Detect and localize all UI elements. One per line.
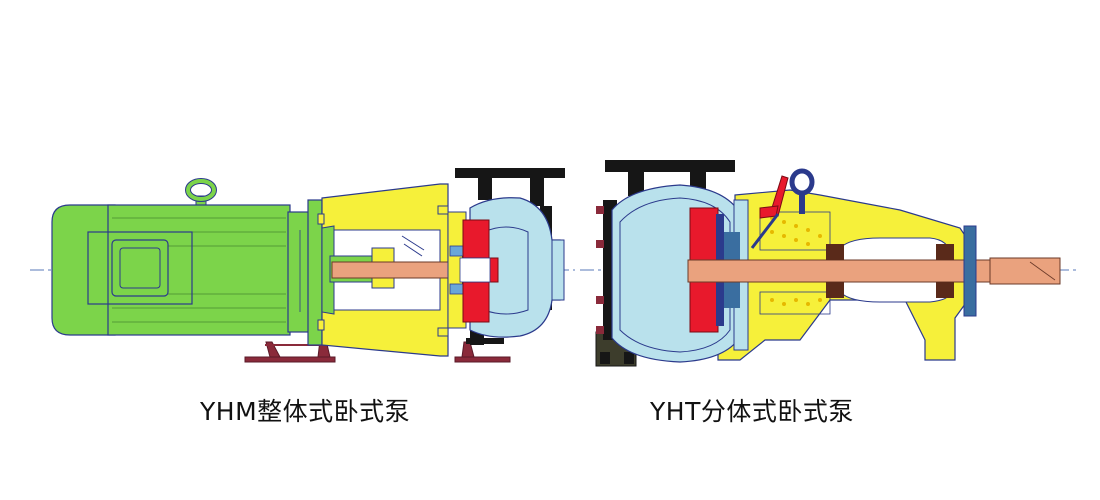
lifting-eye-icon <box>789 168 815 214</box>
packing <box>770 216 822 306</box>
pump-casing <box>469 197 565 338</box>
yhm-caption: YHM整体式卧式泵 <box>200 397 411 426</box>
yht-pump-drawing <box>580 160 1080 367</box>
yht-caption: YHT分体式卧式泵 <box>650 397 854 426</box>
lifting-eye-icon <box>185 178 217 209</box>
bearings <box>826 225 977 317</box>
shaft <box>687 257 1061 285</box>
yhm-pump-drawing <box>30 168 575 363</box>
motor <box>51 178 323 346</box>
grease-cup-icon <box>750 175 789 249</box>
impeller <box>459 219 499 323</box>
